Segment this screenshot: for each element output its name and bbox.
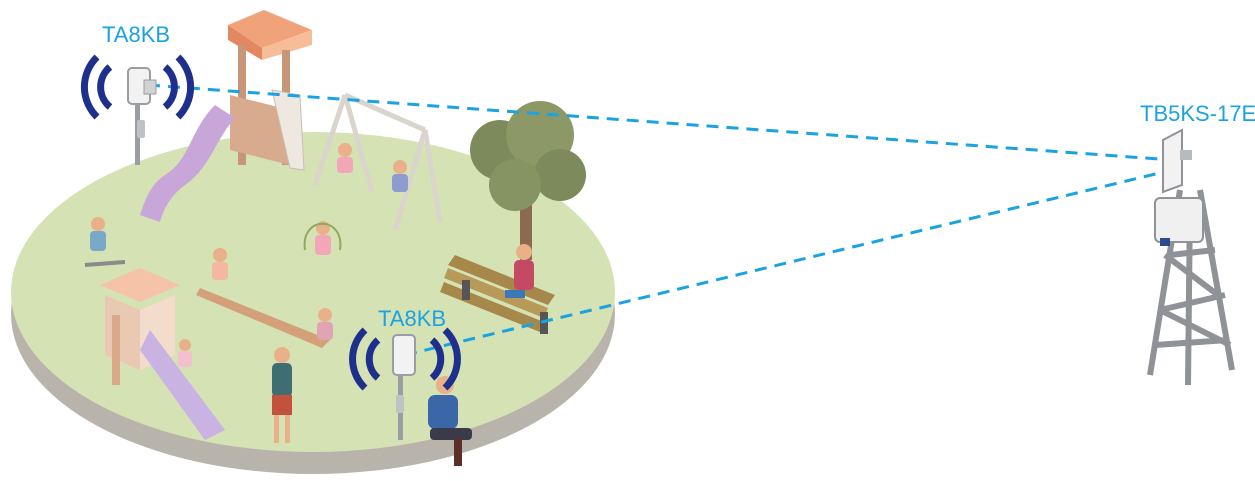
access-point-top (128, 68, 156, 165)
ap-label-top: TA8KB (102, 22, 170, 48)
base-station-label: TB5KS-17E (1140, 101, 1255, 127)
sector-antenna (1155, 130, 1203, 246)
ap-label-bottom: TA8KB (378, 306, 446, 332)
